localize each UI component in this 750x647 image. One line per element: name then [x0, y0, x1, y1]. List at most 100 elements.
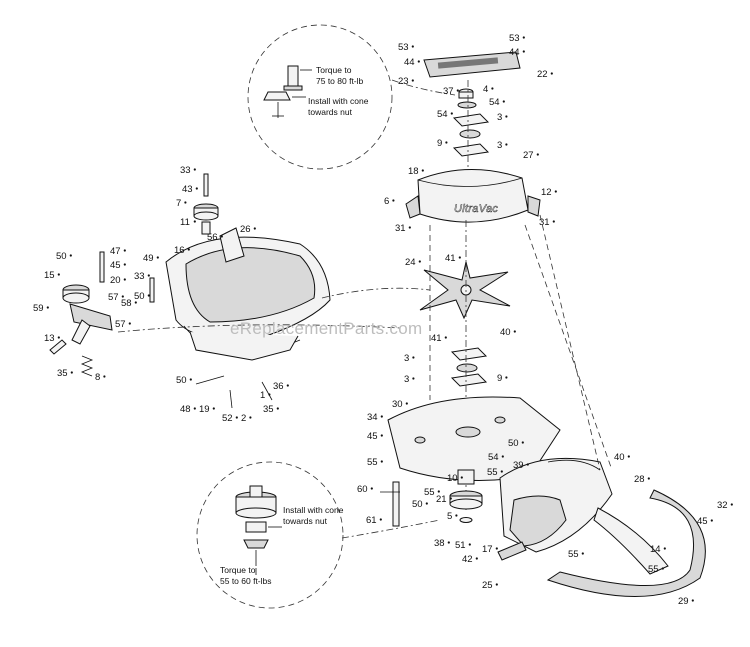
callout-10: 10 [447, 473, 458, 484]
callout-leader-dot [450, 112, 453, 115]
callout-9: 9 [437, 138, 442, 149]
callout-leader-dot [379, 518, 382, 521]
callout-39: 39 [513, 460, 524, 471]
callout-leader-dot [380, 415, 383, 418]
callout-leader-dot [220, 235, 223, 238]
callout-leader-dot [458, 256, 461, 259]
callout-57: 57 [108, 292, 119, 303]
callout-leader-dot [421, 169, 424, 172]
callout-17: 17 [482, 544, 493, 555]
callout-56: 56 [207, 232, 218, 243]
callout-leader-dot [411, 45, 414, 48]
callout-45: 45 [697, 516, 708, 527]
callout-leader-dot [501, 455, 504, 458]
callout-34: 34 [367, 412, 378, 423]
callout-leader-dot [475, 557, 478, 560]
callout-22: 22 [537, 69, 548, 80]
callout-60: 60 [357, 484, 368, 495]
callout-41: 41 [431, 333, 442, 344]
torque-note-bottom: Install with cone towards nut Torque to … [196, 461, 441, 609]
callout-leader-dot [147, 274, 150, 277]
callout-leader-dot [46, 306, 49, 309]
callout-leader-dot [57, 273, 60, 276]
callout-3: 3 [497, 140, 502, 151]
callout-leader-dot [268, 393, 271, 396]
callout-leader-dot [134, 301, 137, 304]
callout-leader-dot [500, 470, 503, 473]
callout-7: 7 [176, 198, 181, 209]
callout-24: 24 [405, 257, 416, 268]
callout-leader-dot [691, 599, 694, 602]
callout-leader-dot [447, 541, 450, 544]
callout-59: 59 [33, 303, 44, 314]
callout-leader-dot [526, 463, 529, 466]
callout-20: 20 [110, 275, 121, 286]
callout-19: 19 [199, 404, 210, 415]
callout-leader-dot [627, 455, 630, 458]
callout-leader-dot [235, 416, 238, 419]
callout-leader-dot [370, 487, 373, 490]
callout-54: 54 [489, 97, 500, 108]
callout-35: 35 [57, 368, 68, 379]
blower-base-assembly [49, 173, 431, 409]
callout-53: 53 [398, 42, 409, 53]
callout-35: 35 [263, 404, 274, 415]
callout-leader-dot [418, 260, 421, 263]
callout-leader-dot [554, 190, 557, 193]
callout-leader-dot [444, 336, 447, 339]
callout-leader-dot [193, 168, 196, 171]
top-torque-line-2: 75 to 80 ft-lb [316, 76, 364, 86]
torque-note-top: Torque to 75 to 80 ft-lb Install with co… [247, 24, 456, 170]
callout-leader-dot [445, 141, 448, 144]
callout-leader-dot [187, 248, 190, 251]
callout-leader-dot [468, 543, 471, 546]
callout-38: 38 [434, 538, 445, 549]
callout-55: 55 [487, 467, 498, 478]
callout-31: 31 [539, 217, 550, 228]
callout-15: 15 [44, 270, 55, 281]
callout-leader-dot [69, 254, 72, 257]
callout-12: 12 [541, 187, 552, 198]
callout-61: 61 [366, 515, 377, 526]
callout-48: 48 [180, 404, 191, 415]
callout-leader-dot [392, 199, 395, 202]
callout-21: 21 [436, 494, 447, 505]
callout-leader-dot [522, 50, 525, 53]
callout-leader-dot [57, 336, 60, 339]
callout-33: 33 [180, 165, 191, 176]
callout-leader-dot [505, 376, 508, 379]
callout-50: 50 [176, 375, 187, 386]
callout-leader-dot [522, 36, 525, 39]
callout-44: 44 [404, 57, 415, 68]
bottom-torque-line-2: 55 to 60 ft-lbs [220, 576, 272, 586]
callout-54: 54 [488, 452, 499, 463]
callout-leader-dot [581, 552, 584, 555]
callout-50: 50 [56, 251, 67, 262]
callout-2: 2 [241, 413, 246, 424]
callout-53: 53 [509, 33, 520, 44]
callout-leader-dot [505, 115, 508, 118]
callout-40: 40 [500, 327, 511, 338]
callout-1: 1 [260, 390, 265, 401]
watermark: eReplacementParts.com [230, 319, 422, 338]
callout-55: 55 [367, 457, 378, 468]
top-install-line-1: Install with cone [308, 96, 369, 106]
callout-leader-dot [495, 547, 498, 550]
callout-leader-dot [449, 497, 452, 500]
spring [80, 355, 94, 377]
callout-18: 18 [408, 166, 419, 177]
callout-leader-dot [123, 263, 126, 266]
callout-leader-dot [710, 519, 713, 522]
callout-leader-dot [502, 100, 505, 103]
callout-52: 52 [222, 413, 233, 424]
callout-9: 9 [497, 373, 502, 384]
callout-33: 33 [134, 271, 145, 282]
callout-16: 16 [174, 245, 185, 256]
callout-leader-dot [184, 201, 187, 204]
callout-leader-dot [405, 402, 408, 405]
guard-bar [546, 489, 706, 597]
callout-13: 13 [44, 333, 55, 344]
